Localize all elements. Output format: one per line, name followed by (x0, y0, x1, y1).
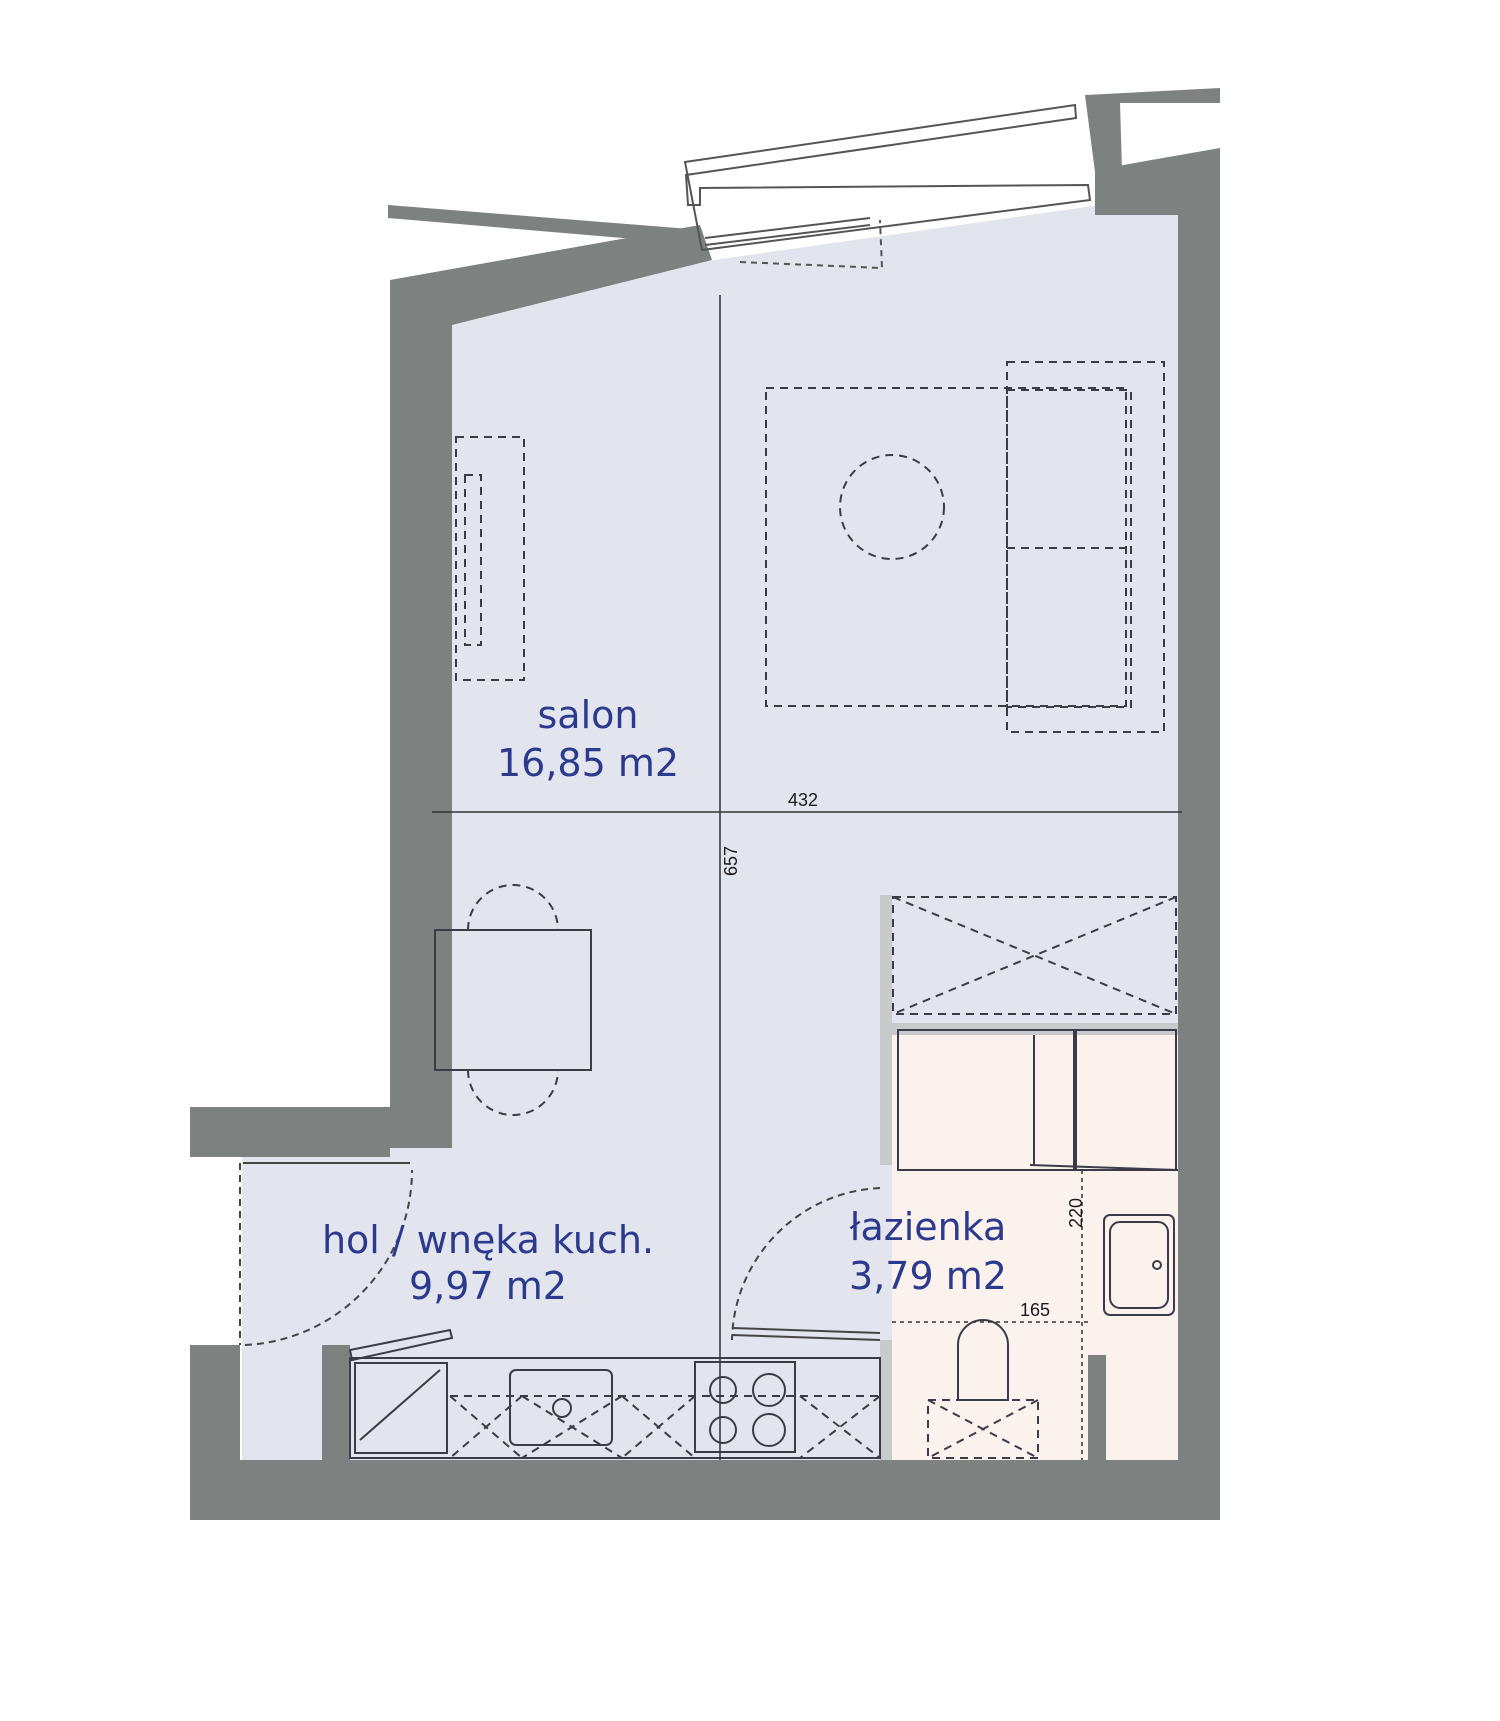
dining-set (434, 884, 592, 1116)
sofa (1006, 361, 1165, 733)
walls (190, 88, 1220, 1520)
kitchen-counter (348, 1328, 881, 1459)
room-area-hol: 9,97 m2 (409, 1264, 567, 1308)
toilet (927, 1319, 1039, 1459)
washbasin (1103, 1214, 1175, 1316)
bathroom-door (731, 1187, 881, 1341)
wall-bottom-seg (322, 1345, 350, 1460)
wall-left-upper (390, 225, 712, 1148)
room-name-hol: hol / wnęka kuch. (322, 1218, 654, 1262)
dimension-bath-height-label: 220 (1066, 1198, 1086, 1228)
balcony-door (683, 103, 1092, 270)
wall-bottom-left (190, 1345, 240, 1520)
room-name-lazienka: łazienka (850, 1205, 1007, 1249)
bathroom-wall-left (880, 895, 892, 1165)
entrance-door (239, 1162, 414, 1346)
wall-bottom-right-seg (1088, 1355, 1106, 1460)
room-area-lazienka: 3,79 m2 (849, 1254, 1007, 1298)
shower (897, 1029, 1179, 1171)
dimension-width-label: 432 (788, 790, 818, 810)
wall-left-step (190, 1107, 390, 1157)
room-area-salon: 16,85 m2 (497, 741, 679, 785)
dimension-bath-width-label: 165 (1020, 1300, 1050, 1320)
room-name-salon: salon (538, 693, 639, 737)
dimension-length-label: 657 (721, 846, 741, 876)
wall-parapet-left (388, 205, 705, 245)
wall-top-right (1095, 148, 1220, 215)
wall-right (1178, 205, 1220, 1520)
coffee-table (839, 454, 945, 560)
wardrobe (892, 896, 1177, 1015)
wall-window-jamb (1085, 88, 1220, 172)
tv-stand (455, 436, 525, 681)
bathroom-wall-left-lower (880, 1340, 892, 1460)
wall-bottom (190, 1460, 1220, 1520)
